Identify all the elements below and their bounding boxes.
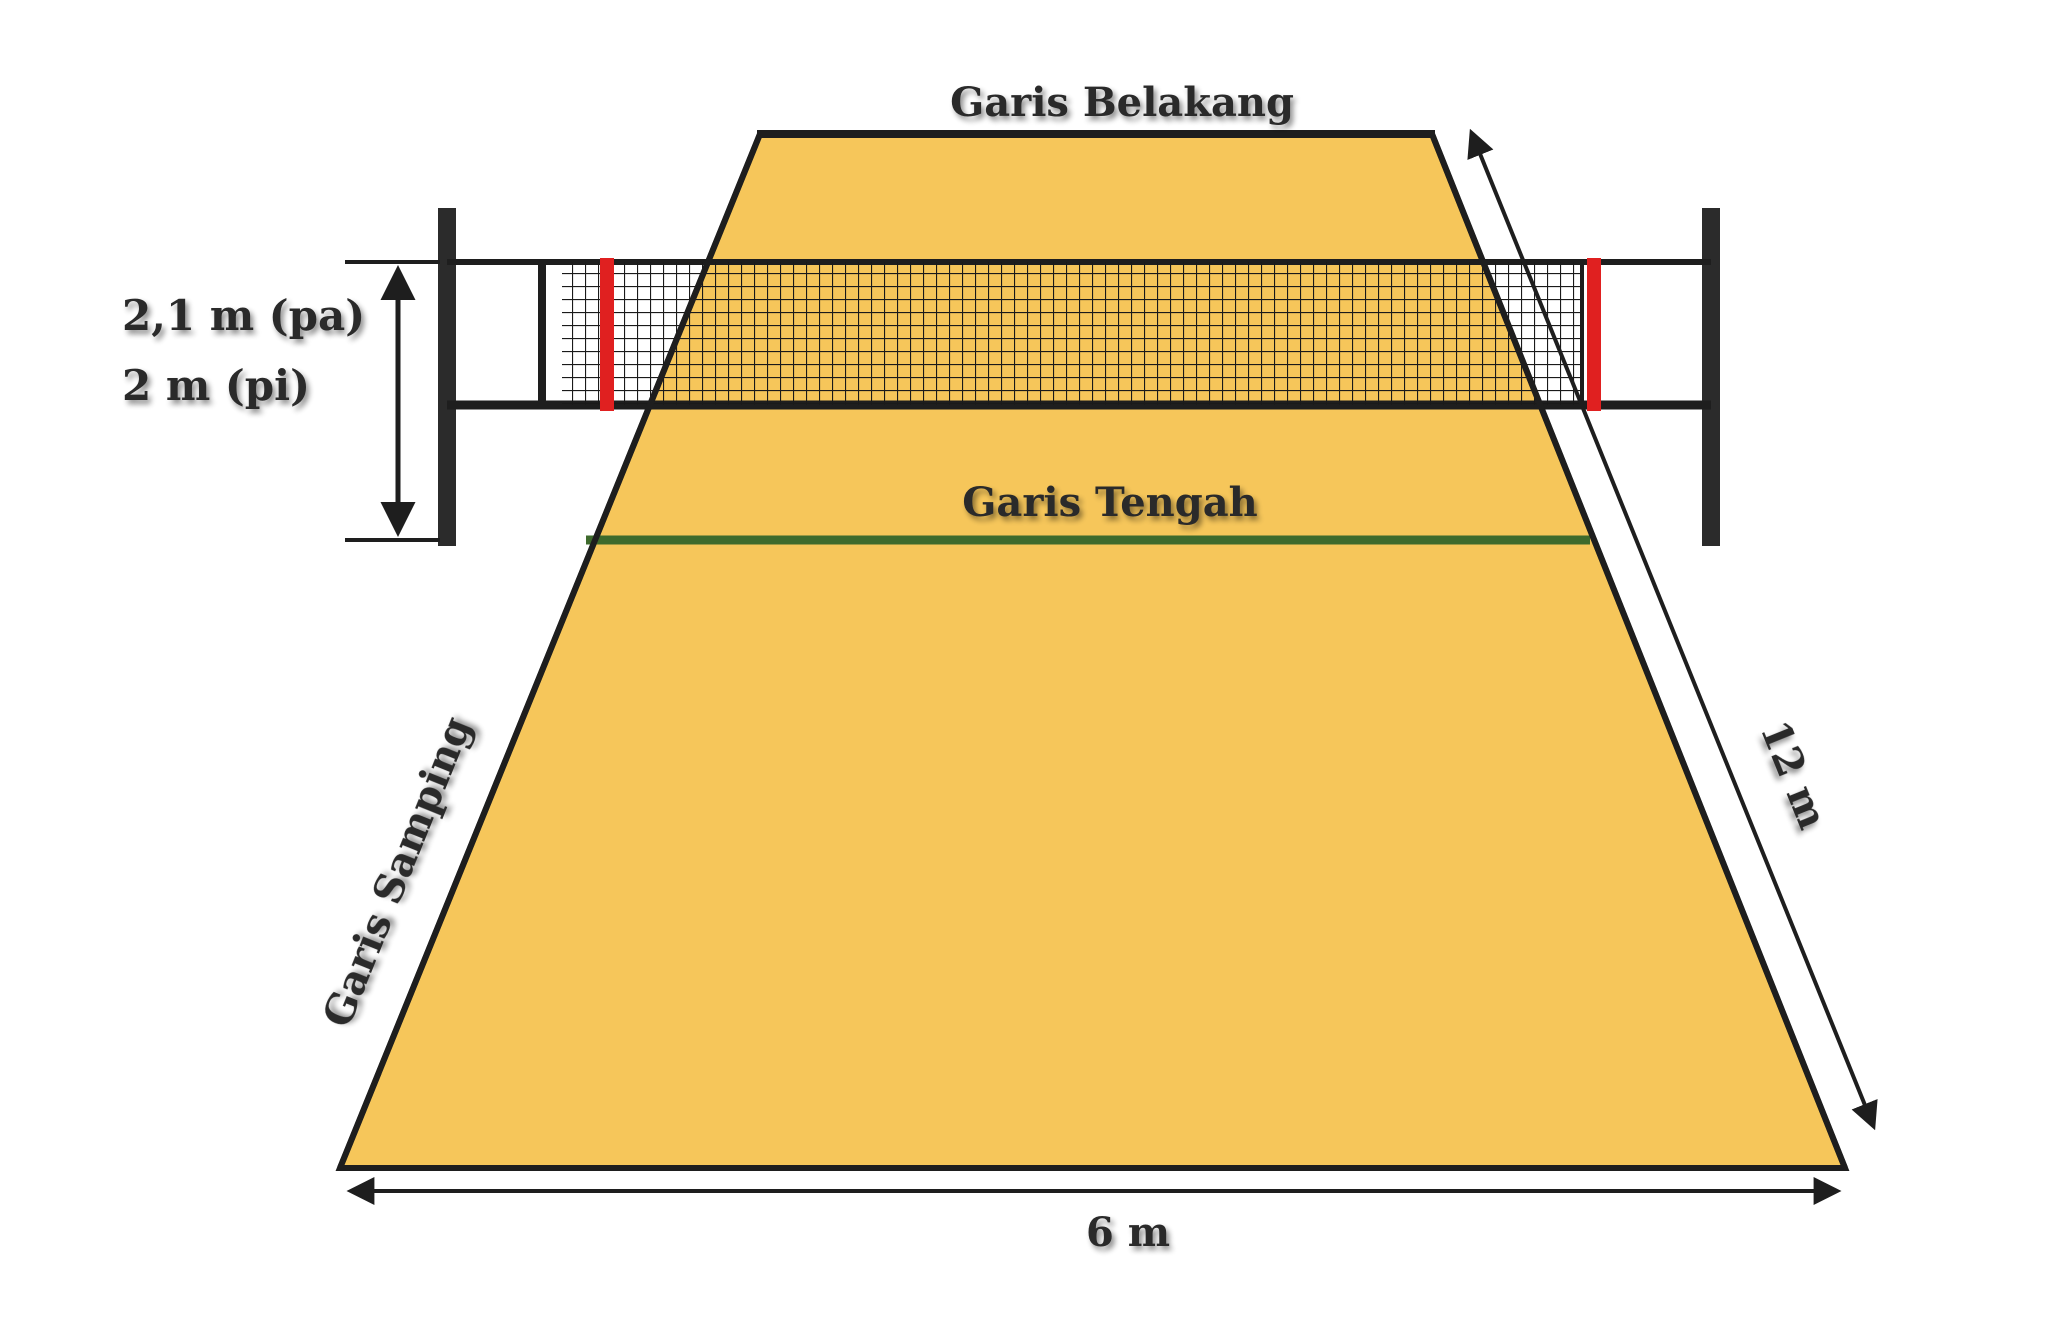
net-height-women-label: 2 m (pi) <box>122 361 310 410</box>
court-length-label: 12 m <box>1751 714 1837 835</box>
left-net-post <box>438 208 456 546</box>
net-height-men-label: 2,1 m (pa) <box>122 291 365 340</box>
right-antenna <box>1587 258 1601 411</box>
left-side-line <box>337 132 763 1170</box>
net-mesh <box>562 262 1580 405</box>
net-right-edge <box>1580 262 1584 405</box>
right-net-post <box>1702 208 1720 546</box>
net-left-edge <box>538 262 546 405</box>
left-antenna <box>600 258 614 411</box>
court-length-arrow <box>1467 128 1878 1131</box>
court-width-label: 6 m <box>1086 1209 1170 1256</box>
back-line-label: Garis Belakang <box>950 79 1294 126</box>
center-line-label: Garis Tengah <box>962 479 1257 526</box>
